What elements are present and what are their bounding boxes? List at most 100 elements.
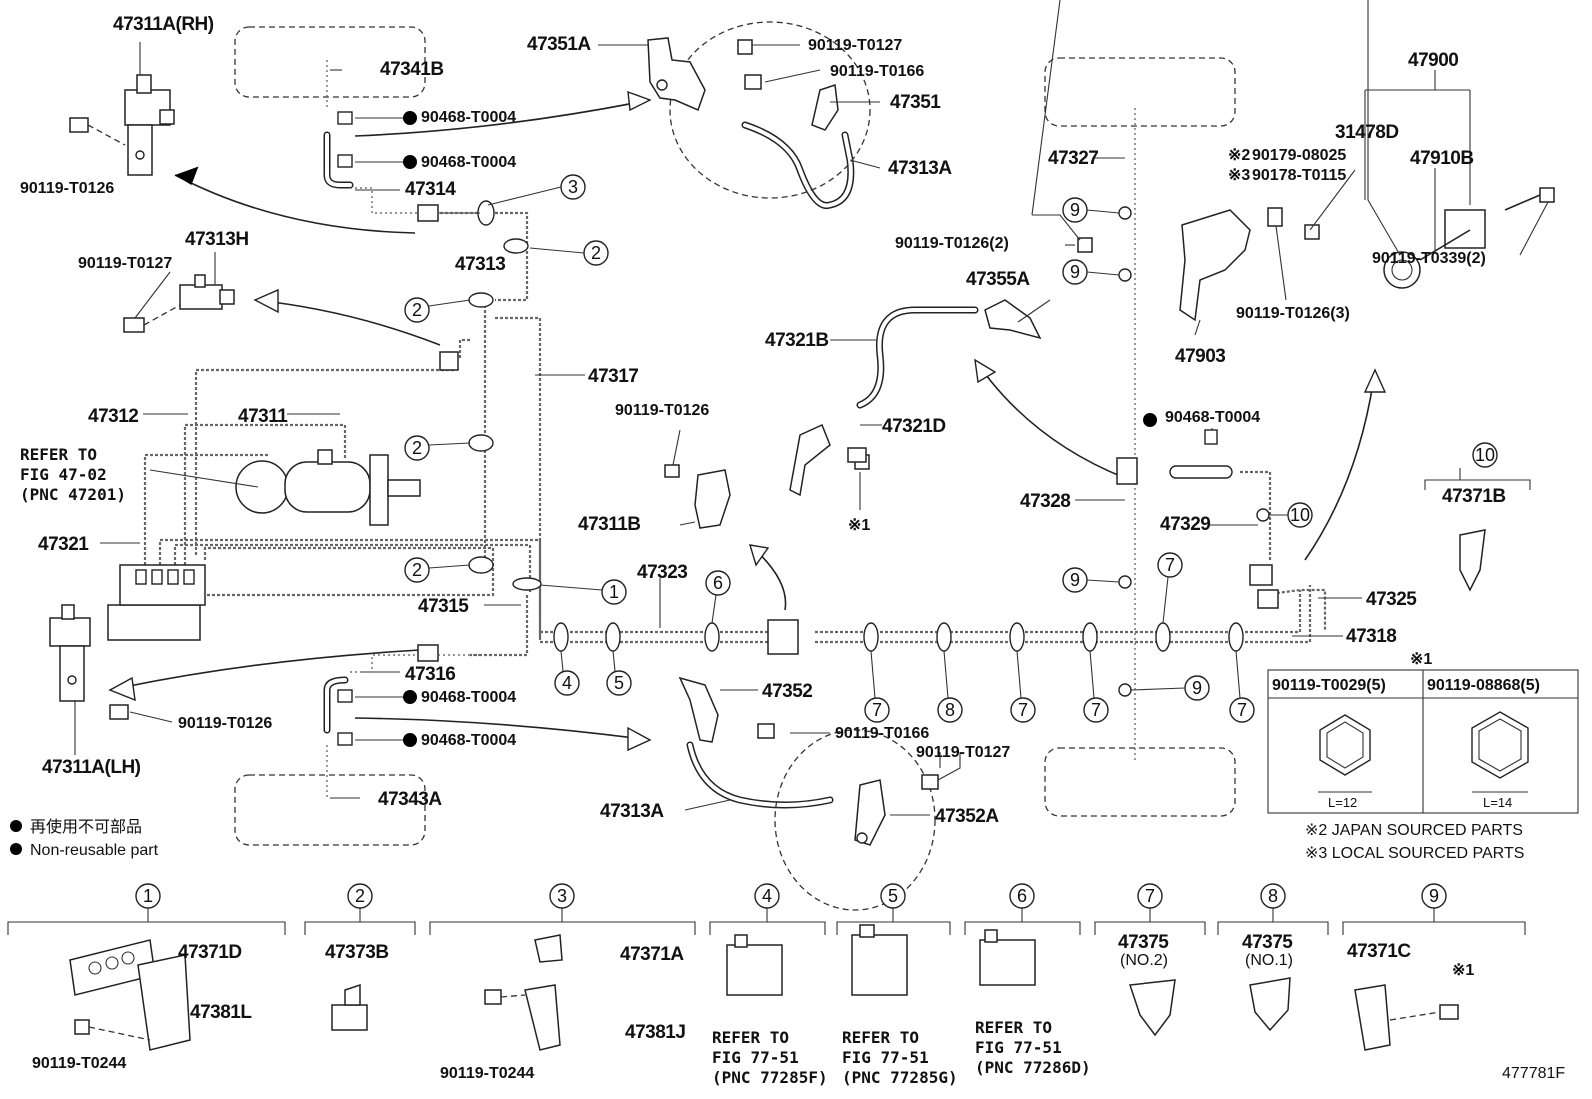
svg-text:9: 9 — [1070, 570, 1080, 590]
label-90119-t0126-b: 90119-T0126 — [615, 402, 709, 419]
proportioning-valve-lh — [49, 604, 129, 720]
union-fittings — [417, 204, 1279, 662]
label-47323: 47323 — [637, 562, 687, 583]
svg-text:5: 5 — [888, 886, 898, 906]
label-47910b: 47910B — [1410, 148, 1474, 169]
figure-code: 477781F — [1502, 1065, 1565, 1082]
master-cylinder — [235, 449, 421, 526]
label-47312: 47312 — [88, 406, 138, 427]
note-local-sourced: ※3 LOCAL SOURCED PARTS — [1305, 845, 1524, 862]
svg-text:7: 7 — [1091, 700, 1101, 720]
label-47371b: 47371B — [1442, 486, 1506, 507]
callout-markers: 3 2 2 2 2 1 4 5 6 7 8 7 7 7 7 9 9 9 9 — [404, 174, 1313, 723]
load-sensing-valve — [1383, 187, 1555, 289]
label-47321b: 47321B — [765, 330, 829, 351]
abs-actuator — [107, 564, 206, 641]
phantom-box-top-left — [234, 26, 426, 98]
label-47316: 47316 — [405, 664, 455, 685]
sub-no1: (NO.1) — [1245, 952, 1293, 969]
svg-text:3: 3 — [557, 886, 567, 906]
svg-text:9: 9 — [1070, 200, 1080, 220]
svg-text:3: 3 — [568, 177, 578, 197]
refer4-line1: REFER TO — [712, 1028, 789, 1047]
refer-master-line2: FIG 47-02 — [20, 465, 107, 484]
label-90119-t0126-c: 90119-T0126 — [178, 715, 272, 732]
label-90119-t0127-c: 90119-T0127 — [916, 744, 1010, 761]
svg-text:6: 6 — [713, 573, 723, 593]
svg-text:7: 7 — [872, 700, 882, 720]
brake-pipes — [143, 211, 1327, 657]
legend: 再使用不可部品 Non-reusable part — [10, 818, 159, 859]
label-90119-t0166-a: 90119-T0166 — [830, 63, 924, 80]
label-90119-t0339-2: 90119-T0339(2) — [1372, 250, 1486, 267]
label-47321: 47321 — [38, 534, 89, 555]
svg-text:8: 8 — [945, 700, 955, 720]
svg-text:10: 10 — [1290, 505, 1310, 525]
bracket-47352 — [678, 676, 775, 743]
label-47375-no1: 47375 — [1242, 932, 1293, 953]
label-90119-t0166-b: 90119-T0166 — [835, 725, 929, 742]
table-col2-len: L=14 — [1483, 795, 1512, 810]
flexible-hoses — [323, 121, 1233, 809]
label-47328: 47328 — [1020, 491, 1070, 512]
label-47343a: 47343A — [378, 789, 442, 810]
phantom-box-bottom-right — [1044, 747, 1236, 817]
svg-text:1: 1 — [143, 886, 153, 906]
phantom-box-top-right — [1044, 57, 1236, 127]
bracket-47355a — [984, 237, 1093, 340]
table-col1-len: L=12 — [1328, 795, 1357, 810]
label-47381l: 47381L — [190, 1002, 252, 1023]
load-sensing-valve-bracket — [1179, 207, 1320, 322]
label-47371c: 47371C — [1347, 941, 1411, 962]
table-col1-header: 90119-T0029(5) — [1272, 677, 1386, 694]
svg-text:9: 9 — [1070, 262, 1080, 282]
refer5-line1: REFER TO — [842, 1028, 919, 1047]
part-number-labels: 47311A(RH) 90119-T0126 47341B 90468-T000… — [20, 14, 1506, 827]
label-47311b: 47311B — [578, 514, 641, 535]
label-47903: 47903 — [1175, 346, 1225, 367]
sub-no2: (NO.2) — [1120, 952, 1168, 969]
refer-master-line1: REFER TO — [20, 445, 97, 464]
refer6-line2: FIG 77-51 — [975, 1038, 1062, 1057]
svg-text:2: 2 — [412, 300, 422, 320]
label-47321d: 47321D — [882, 416, 946, 437]
detail-circle-bottom — [774, 729, 936, 911]
svg-text:9: 9 — [1192, 678, 1202, 698]
legend-en: Non-reusable part — [30, 842, 159, 859]
label-47327: 47327 — [1048, 148, 1098, 169]
svg-text:7: 7 — [1165, 555, 1175, 575]
refer6-line1: REFER TO — [975, 1018, 1052, 1037]
phantom-box-bottom-left — [234, 774, 426, 846]
pipe-clamps — [468, 200, 1270, 697]
svg-text:8: 8 — [1268, 886, 1278, 906]
label-47313: 47313 — [455, 254, 505, 275]
mark-x2: ※2 — [1228, 147, 1250, 164]
label-47351a: 47351A — [527, 34, 591, 55]
small-line-stubs — [326, 60, 1218, 800]
bracket-47352a — [854, 774, 939, 846]
label-47315: 47315 — [418, 596, 469, 617]
label-90119-t0126-3: 90119-T0126(3) — [1236, 305, 1350, 322]
mark-x1-b: ※1 — [1452, 962, 1474, 979]
label-47375-no2: 47375 — [1118, 932, 1169, 953]
bottom-labels: 47371D 47381L 90119-T0244 47373B 47371A … — [32, 932, 1565, 1087]
label-47351: 47351 — [890, 92, 941, 113]
label-31478d: 31478D — [1335, 122, 1399, 143]
label-47371d: 47371D — [178, 942, 242, 963]
label-47325: 47325 — [1366, 589, 1417, 610]
filled-dot-icon — [10, 820, 22, 832]
svg-text:1: 1 — [609, 582, 619, 602]
refer4-line3: (PNC 77285F) — [712, 1068, 828, 1087]
label-47313h: 47313H — [185, 229, 249, 250]
svg-text:7: 7 — [1237, 700, 1247, 720]
refer6-line3: (PNC 77286D) — [975, 1058, 1091, 1077]
svg-text:6: 6 — [1017, 886, 1027, 906]
group-brackets — [7, 908, 1526, 935]
label-47355a: 47355A — [966, 269, 1030, 290]
label-90468-t0004-a: 90468-T0004 — [421, 109, 516, 126]
refer5-line3: (PNC 77285G) — [842, 1068, 958, 1087]
label-90468-t0004-d: 90468-T0004 — [421, 689, 516, 706]
svg-text:9: 9 — [1429, 886, 1439, 906]
